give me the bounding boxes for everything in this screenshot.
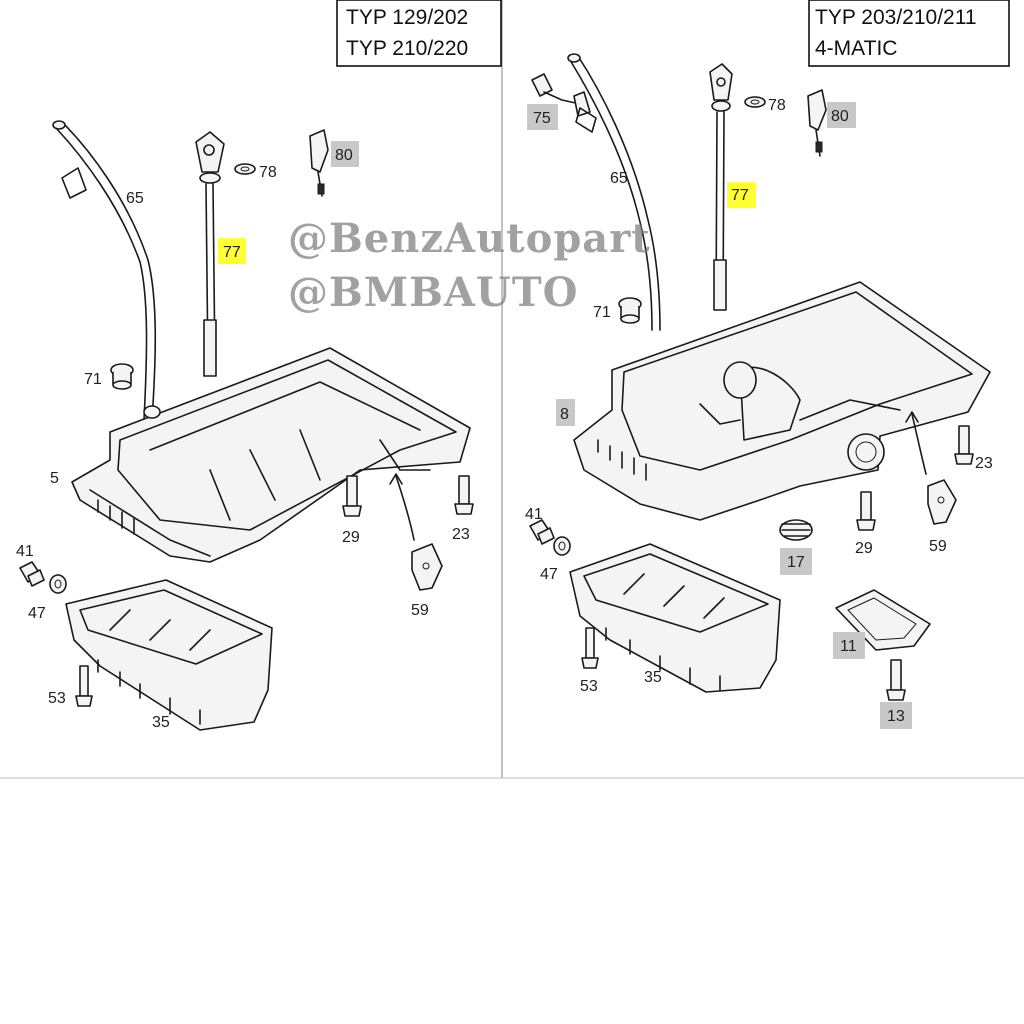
part-59-cover-right: [905, 411, 957, 525]
highlight-left-80: [331, 141, 359, 167]
part-35-lower-oil-pan: [65, 579, 273, 731]
highlight-right-8: [556, 399, 575, 426]
part-53-bolt: [75, 665, 93, 707]
part-29-bolt-right: [856, 491, 876, 531]
label-left-59: 59: [411, 602, 429, 619]
part-47-seal-ring: [49, 574, 67, 594]
title-left-line-2: TYP 210/220: [346, 37, 468, 60]
part-71-plug: [110, 363, 134, 390]
label-left-77: 77: [223, 244, 241, 261]
label-right-59: 59: [929, 538, 947, 555]
label-right-65: 65: [610, 170, 628, 187]
part-77-dipstick-right: [709, 63, 733, 311]
watermarks: @BenzAutopart @BMBAUTO: [288, 215, 651, 316]
title-box-right: TYP 203/210/211 4-MATIC: [808, 0, 1010, 67]
label-left-29: 29: [342, 529, 360, 546]
label-left-5: 5: [50, 470, 59, 487]
part-47-seal-ring-right: [553, 536, 571, 556]
watermark-1: @BenzAutopart: [288, 215, 651, 262]
part-78-seal-ring-right: [744, 96, 766, 108]
label-left-53: 53: [48, 690, 66, 707]
part-65-guide-tube: [52, 120, 157, 421]
label-right-78: 78: [768, 97, 786, 114]
part-8-upper-oil-pan: [573, 281, 991, 521]
highlight-right-13: [880, 702, 912, 729]
watermark-2: @BMBAUTO: [288, 269, 578, 316]
part-29-bolt: [342, 475, 362, 517]
part-11-gasket: [835, 589, 931, 651]
part-35-lower-oil-pan-right: [569, 543, 781, 693]
part-77-dipstick: [195, 131, 225, 377]
part-53-bolt-right: [581, 627, 599, 669]
label-right-17: 17: [787, 554, 805, 571]
part-17-oil-strainer: [779, 519, 813, 541]
label-left-35: 35: [152, 714, 170, 731]
label-right-29: 29: [855, 540, 873, 557]
label-right-13: 13: [887, 708, 905, 725]
part-5-upper-oil-pan: [71, 347, 471, 563]
label-right-41: 41: [525, 506, 543, 523]
left-panel: [19, 120, 474, 731]
title-right-line-1: TYP 203/210/211: [815, 6, 977, 29]
label-right-35: 35: [644, 669, 662, 686]
part-13-bolt: [886, 659, 906, 701]
label-right-8: 8: [560, 406, 569, 423]
label-right-80: 80: [831, 108, 849, 125]
highlight-left-77: [218, 238, 246, 264]
part-59-cover: [389, 473, 443, 591]
label-left-65: 65: [126, 190, 144, 207]
highlight-right-75: [527, 104, 558, 130]
label-right-53: 53: [580, 678, 598, 695]
part-65-guide-tube-right: [567, 53, 661, 331]
part-80-oil-level-sensor: [309, 129, 329, 197]
right-labels: 75 65 77 78 80 71 8 23 41 47 17 29 59 53…: [525, 97, 993, 729]
label-left-47: 47: [28, 605, 46, 622]
title-box-left: TYP 129/202 TYP 210/220: [336, 0, 502, 67]
left-labels: 65 77 78 80 71 5 41 47 29 23 59 53 35: [16, 141, 470, 731]
label-left-23: 23: [452, 526, 470, 543]
label-right-23: 23: [975, 455, 993, 472]
right-panel: [529, 53, 991, 701]
label-right-75: 75: [533, 110, 551, 127]
part-41-drain-plug-right: [529, 519, 555, 545]
label-left-78: 78: [259, 164, 277, 181]
title-right-line-2: 4-MATIC: [815, 37, 897, 60]
part-71-plug-right: [618, 297, 642, 324]
highlight-right-77: [727, 182, 756, 208]
label-left-71: 71: [84, 371, 102, 388]
highlight-right-11: [833, 632, 865, 659]
part-41-drain-plug: [19, 561, 45, 587]
part-23-bolt: [454, 475, 474, 515]
part-80-oil-level-sensor-right: [807, 89, 827, 157]
part-23-bolt-right: [954, 425, 974, 465]
label-right-11: 11: [840, 638, 857, 655]
label-right-71: 71: [593, 304, 611, 321]
label-right-77: 77: [731, 187, 749, 204]
frame: [0, 0, 1024, 779]
part-78-seal-ring: [234, 163, 256, 175]
label-right-47: 47: [540, 566, 558, 583]
highlight-right-80: [827, 102, 856, 128]
label-left-41: 41: [16, 543, 34, 560]
highlight-right-17: [780, 548, 812, 575]
label-left-80: 80: [335, 147, 353, 164]
title-left-line-1: TYP 129/202: [346, 6, 468, 29]
part-75-bracket: [531, 73, 591, 117]
